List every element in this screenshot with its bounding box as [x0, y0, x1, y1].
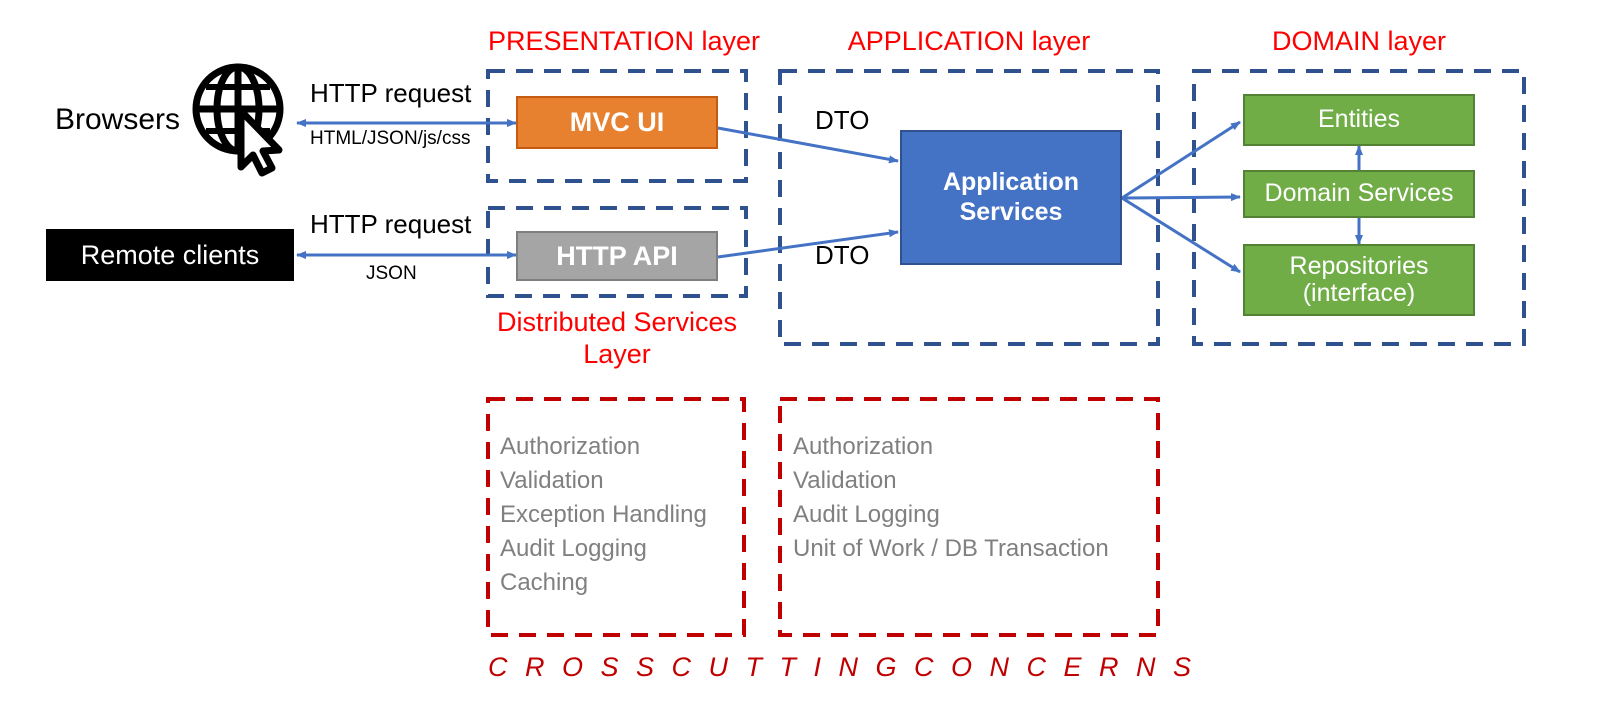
repositories-label-line2: (interface)	[1302, 279, 1416, 307]
concern-item: Caching	[500, 569, 589, 597]
concern-item: Authorization	[793, 433, 934, 460]
concern-item: Validation	[500, 467, 604, 495]
domain-layer-caption: DOMAIN layer	[1271, 26, 1447, 56]
edge-label-remote-response: JSON	[366, 263, 417, 284]
presentation-concerns-dashed-box	[486, 397, 746, 637]
remote-clients-label: Remote clients	[80, 239, 260, 270]
arrow-appsvc-to-repositories	[1121, 196, 1241, 274]
domain-services-box[interactable]: Domain Services	[1243, 170, 1475, 218]
concern-item: Audit Logging	[793, 501, 940, 529]
concern-item: Exception Handling	[500, 501, 707, 529]
concern-item: Audit Logging	[500, 535, 647, 563]
browsers-label: Browsers	[55, 103, 181, 136]
application-concerns-list: Authorization Validation Audit Logging U…	[793, 430, 1109, 566]
domain-services-label: Domain Services	[1264, 179, 1454, 208]
edge-label-browsers-response: HTML/JSON/js/css	[310, 128, 471, 149]
presentation-layer-caption: PRESENTATION layer	[488, 26, 761, 56]
presentation-mvc-dashed-container	[486, 69, 748, 183]
remote-clients-box[interactable]: Remote clients	[46, 229, 294, 281]
repositories-label-line1: Repositories	[1289, 251, 1429, 280]
domain-layer-dashed-container	[1192, 69, 1526, 346]
distributed-services-layer-caption: Distributed Services Layer	[496, 307, 738, 369]
entities-label: Entities	[1318, 105, 1400, 134]
edge-label-remote-http-request: HTTP request	[310, 209, 472, 239]
application-layer-caption: APPLICATION layer	[847, 26, 1091, 56]
arrow-mvc-to-application-services	[717, 126, 899, 164]
application-layer-dashed-container	[778, 69, 1160, 346]
edge-label-browsers-http-request: HTTP request	[310, 78, 472, 108]
edge-label-dto-mvc: DTO	[815, 105, 870, 135]
presentation-concerns-list: Authorization Validation Exception Handl…	[500, 430, 707, 600]
application-services-label-line2: Services	[959, 197, 1063, 226]
repositories-box[interactable]: Repositories (interface)	[1243, 244, 1475, 316]
arrow-api-to-application-services	[717, 229, 899, 259]
edge-label-dto-api: DTO	[815, 240, 870, 270]
presentation-api-dashed-container	[486, 206, 748, 298]
entities-box[interactable]: Entities	[1243, 94, 1475, 146]
mvc-ui-box[interactable]: MVC UI	[516, 96, 718, 149]
http-api-box[interactable]: HTTP API	[516, 231, 718, 281]
http-api-label: HTTP API	[556, 240, 678, 271]
concern-item: Authorization	[500, 433, 641, 460]
globe-cursor-icon	[192, 63, 284, 177]
arrow-appsvc-to-entities	[1121, 120, 1241, 200]
cross-cutting-concerns-title: C R O S S C U T T I N G C O N C E R N S	[488, 652, 1197, 682]
mvc-ui-label: MVC UI	[569, 107, 665, 137]
application-services-box[interactable]: Application Services	[900, 130, 1122, 265]
application-services-label-line1: Application	[942, 168, 1080, 196]
arrow-appsvc-to-domain-services	[1121, 193, 1241, 202]
concern-item: Validation	[793, 467, 897, 495]
concern-item: Unit of Work / DB Transaction	[793, 535, 1109, 563]
